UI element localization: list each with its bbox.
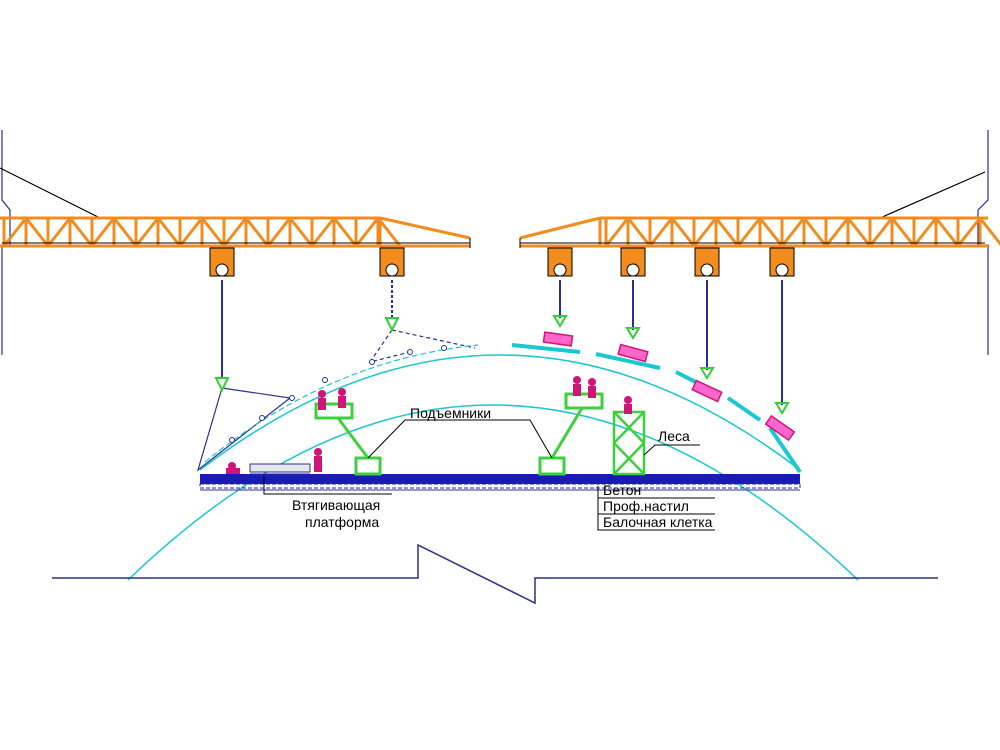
left-raised-segment (204, 344, 479, 463)
slab (199, 474, 801, 489)
truss-web-member (354, 217, 380, 247)
scaffold (612, 410, 646, 476)
truss-web-member (912, 217, 938, 247)
panel-carriers (542, 331, 796, 442)
label-pull-platform-2: платформа (305, 514, 379, 530)
truss-web-member (890, 217, 916, 247)
truss-web-member (376, 217, 402, 247)
truss-web-member (2, 217, 28, 247)
right-truss-crane (519, 216, 1000, 248)
label-concrete: Бетон (603, 482, 641, 498)
right-wall (879, 130, 989, 355)
hoist-cables (221, 280, 783, 405)
truss-web-member (288, 217, 314, 247)
truss-web-member (714, 217, 740, 247)
truss-web-member (310, 217, 336, 247)
left-wall (0, 130, 101, 355)
ground-line (52, 543, 938, 605)
truss-web-member (846, 217, 872, 247)
truss-web-member (670, 217, 696, 247)
trolley-5 (694, 247, 720, 277)
trolley-6 (769, 247, 795, 277)
truss-web-member (978, 217, 1000, 246)
truss-web-member (68, 217, 94, 247)
truss-web-member (134, 217, 160, 247)
truss-web-member (758, 217, 784, 247)
trolley-2 (379, 247, 405, 277)
truss-web-member (692, 217, 718, 247)
trolley-3 (547, 247, 573, 277)
truss-web-member (934, 217, 960, 247)
truss-web-member (266, 217, 292, 247)
truss-web-member (90, 217, 116, 247)
label-beam-cage: Балочная клетка (603, 514, 713, 530)
pull-platform (249, 463, 311, 475)
truss-web-member (112, 217, 138, 247)
workers (226, 376, 632, 474)
truss-web-member (956, 217, 982, 247)
label-prof-deck: Проф.настил (603, 498, 689, 514)
segment-joints (229, 345, 447, 443)
upper-arch (199, 354, 801, 471)
truss-web-member (780, 217, 806, 247)
truss-web-member (626, 217, 652, 247)
truss-web-member (824, 217, 850, 247)
truss-web-member (46, 217, 72, 247)
truss-web-member (222, 217, 248, 247)
truss-web-member (736, 217, 762, 247)
truss-web-member (604, 217, 630, 247)
truss-web-member (178, 217, 204, 247)
truss-web-member (648, 217, 674, 247)
label-scaffold: Леса (658, 428, 690, 444)
label-lifts: Подъемники (410, 405, 491, 421)
trolley-4 (620, 247, 646, 277)
main-arch (127, 404, 859, 581)
truss-web-member (244, 217, 270, 247)
truss-web-member (24, 217, 50, 247)
truss-web-member (868, 217, 894, 247)
truss-web-member (156, 217, 182, 247)
lift-left (314, 402, 382, 476)
leader-lines (263, 419, 715, 531)
hooks (214, 315, 790, 415)
truss-web-member (332, 217, 358, 247)
lift-right (538, 392, 604, 476)
truss-web-member (802, 217, 828, 247)
left-truss-crane (0, 216, 471, 248)
truss-web-member (200, 217, 226, 247)
trolley-1 (209, 247, 235, 277)
label-pull-platform-1: Втягивающая (292, 497, 380, 513)
